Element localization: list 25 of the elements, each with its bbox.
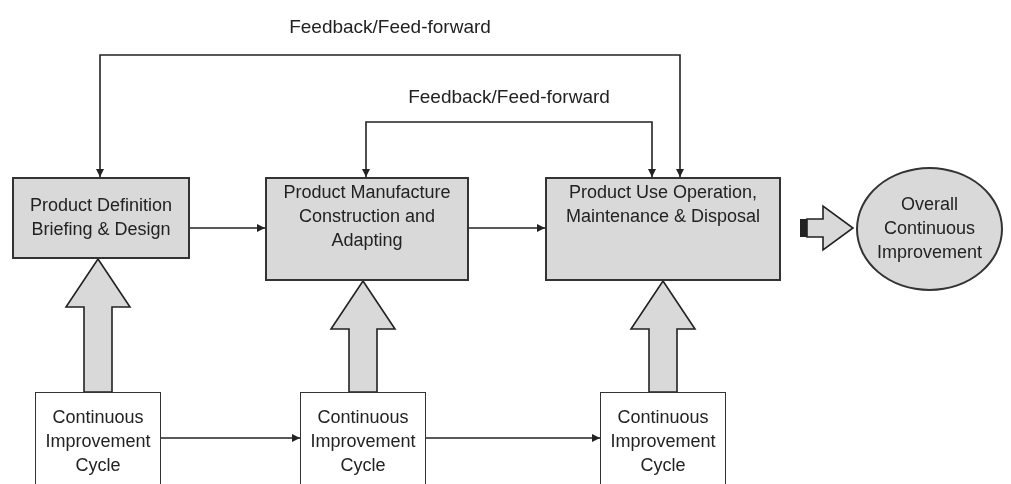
cycle-box — [300, 392, 426, 484]
node-text: Product Definition Briefing & Design — [28, 194, 174, 241]
node-text: Product Use Operation, Maintenance & Disposal — [564, 181, 762, 228]
node-text: Product Manufacture Construction and Adapting — [282, 181, 452, 252]
arrow — [468, 224, 546, 232]
arrow — [160, 434, 301, 442]
stage-box — [545, 177, 781, 281]
stage-box — [12, 177, 190, 259]
node-text: Continuous Improvement Cycle — [609, 406, 717, 477]
edge-label: Feedback/Feed-forward — [408, 86, 610, 108]
block-arrow — [800, 204, 855, 252]
arrow — [362, 121, 656, 178]
node-text: Overall Continuous Improvement — [875, 193, 983, 264]
edge-label: Feedback/Feed-forward — [289, 16, 491, 38]
arrow — [96, 54, 684, 178]
cycle-box — [35, 392, 161, 484]
stage-box — [265, 177, 469, 281]
arrow — [189, 224, 266, 232]
node-text: Continuous Improvement Cycle — [309, 406, 417, 477]
block-arrow — [329, 279, 397, 393]
arrow — [425, 434, 601, 442]
block-arrow — [629, 279, 697, 393]
cycle-box — [600, 392, 726, 484]
block-arrow — [64, 257, 132, 393]
node-text: Continuous Improvement Cycle — [44, 406, 152, 477]
